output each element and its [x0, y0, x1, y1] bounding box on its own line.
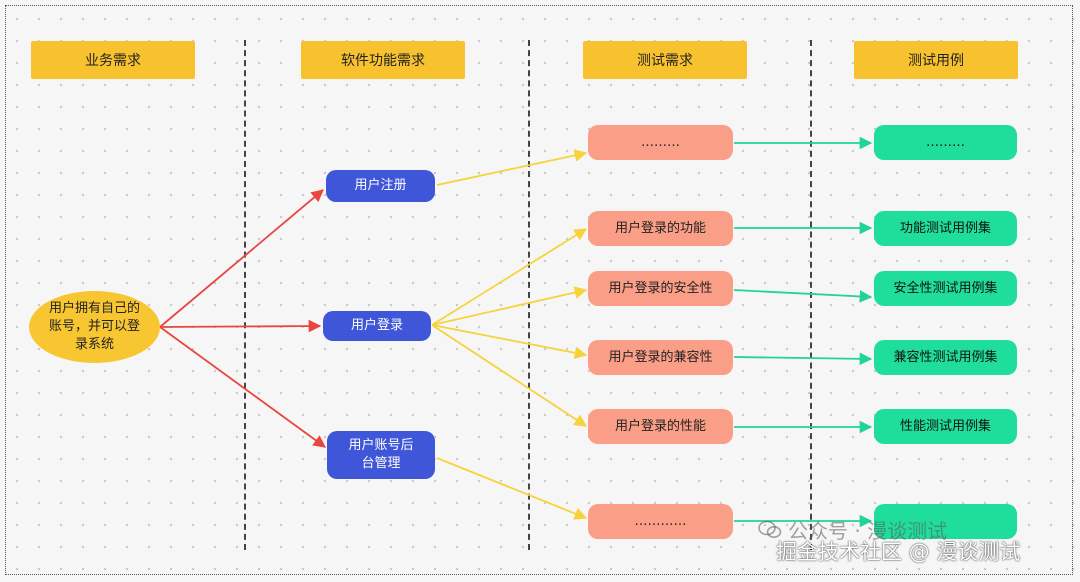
- header-test-cases: 测试用例: [854, 41, 1018, 79]
- wechat-icon: [758, 520, 782, 540]
- wechat-watermark: 公众号 · 漫谈测试: [758, 515, 947, 544]
- arrow-business-to-login: [159, 319, 322, 333]
- test-case-node: 兼容性测试用例集: [874, 340, 1017, 375]
- business-requirement-node: 用户拥有自己的账号，并可以登录系统: [29, 291, 160, 363]
- test-requirement-node: 用户登录的性能: [588, 409, 733, 444]
- arrow-login-to-tr3: [431, 286, 588, 326]
- test-case-node: ………: [874, 125, 1017, 160]
- site-watermark: 掘金技术社区 @ 漫谈测试: [776, 540, 1021, 564]
- function-node-register: 用户注册: [326, 170, 435, 202]
- arrow-business-to-register: [159, 189, 324, 328]
- header-test-requirements: 测试需求: [583, 41, 747, 79]
- test-requirement-node: ………: [588, 125, 733, 160]
- column-divider-2: [528, 40, 530, 550]
- arrow-admin-to-tr6: [436, 457, 588, 520]
- wechat-watermark-text: 公众号 · 漫谈测试: [788, 519, 948, 543]
- arrow-login-to-tr5: [431, 324, 588, 427]
- test-requirement-node: 用户登录的功能: [588, 211, 733, 246]
- test-case-node: 功能测试用例集: [874, 211, 1017, 246]
- test-case-node: 性能测试用例集: [874, 409, 1017, 444]
- test-case-node: [874, 504, 1017, 539]
- arrow-business-to-admin: [159, 326, 327, 448]
- arrow-login-to-tr2: [431, 228, 588, 326]
- test-requirement-node: …………: [588, 504, 733, 539]
- test-requirement-node: 用户登录的安全性: [588, 271, 733, 306]
- test-case-node: 安全性测试用例集: [874, 271, 1017, 306]
- arrow-register-to-tr1: [436, 149, 588, 186]
- diagram-frame: [5, 5, 1073, 575]
- column-divider-1: [244, 40, 246, 550]
- arrow-tr3-to-tc3: [733, 289, 873, 303]
- header-software-requirements: 软件功能需求: [301, 41, 465, 79]
- column-divider-3: [810, 40, 812, 550]
- test-requirement-node: 用户登录的兼容性: [588, 340, 733, 375]
- function-node-login: 用户登录: [323, 311, 431, 341]
- arrow-login-to-tr4: [431, 324, 588, 360]
- arrow-tr4-to-tc4: [733, 352, 873, 366]
- header-business-requirements: 业务需求: [31, 41, 195, 79]
- function-node-admin: 用户账号后台管理: [327, 431, 435, 479]
